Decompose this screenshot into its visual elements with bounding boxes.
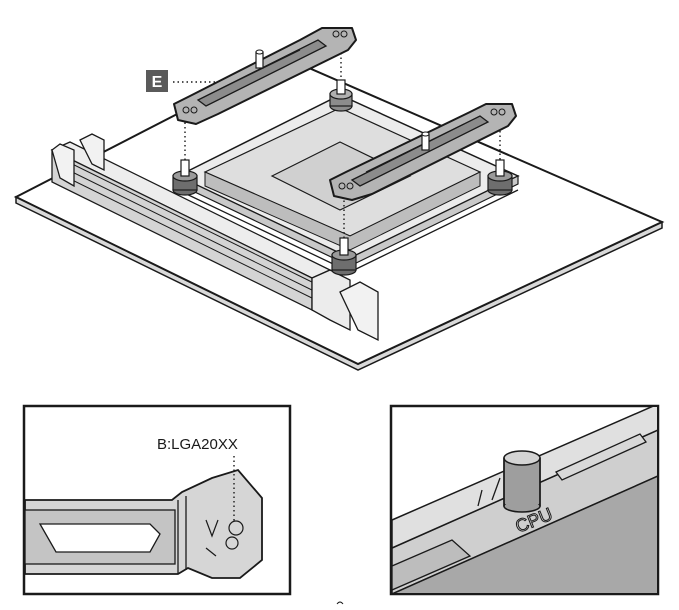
callout-letter: E <box>152 74 163 91</box>
mounting-bracket-upper <box>173 27 357 125</box>
callout-box <box>146 70 168 92</box>
standoff-right <box>487 159 513 196</box>
motherboard-illustration: E <box>13 27 665 371</box>
standoff-rear <box>329 79 353 112</box>
cpu-socket-side <box>204 171 481 251</box>
mounting-bracket-lower <box>329 103 517 201</box>
socket-label: B:LGA20XX <box>157 436 238 453</box>
memory-slots <box>50 133 379 342</box>
detail-panel-cpu-pin: CPU <box>389 404 660 596</box>
thumb-screw-icon <box>336 601 344 605</box>
detail-panel-socket-marking: B:LGA20XX <box>22 404 292 596</box>
standoff-front <box>331 237 357 276</box>
standoff-icon <box>503 450 541 513</box>
